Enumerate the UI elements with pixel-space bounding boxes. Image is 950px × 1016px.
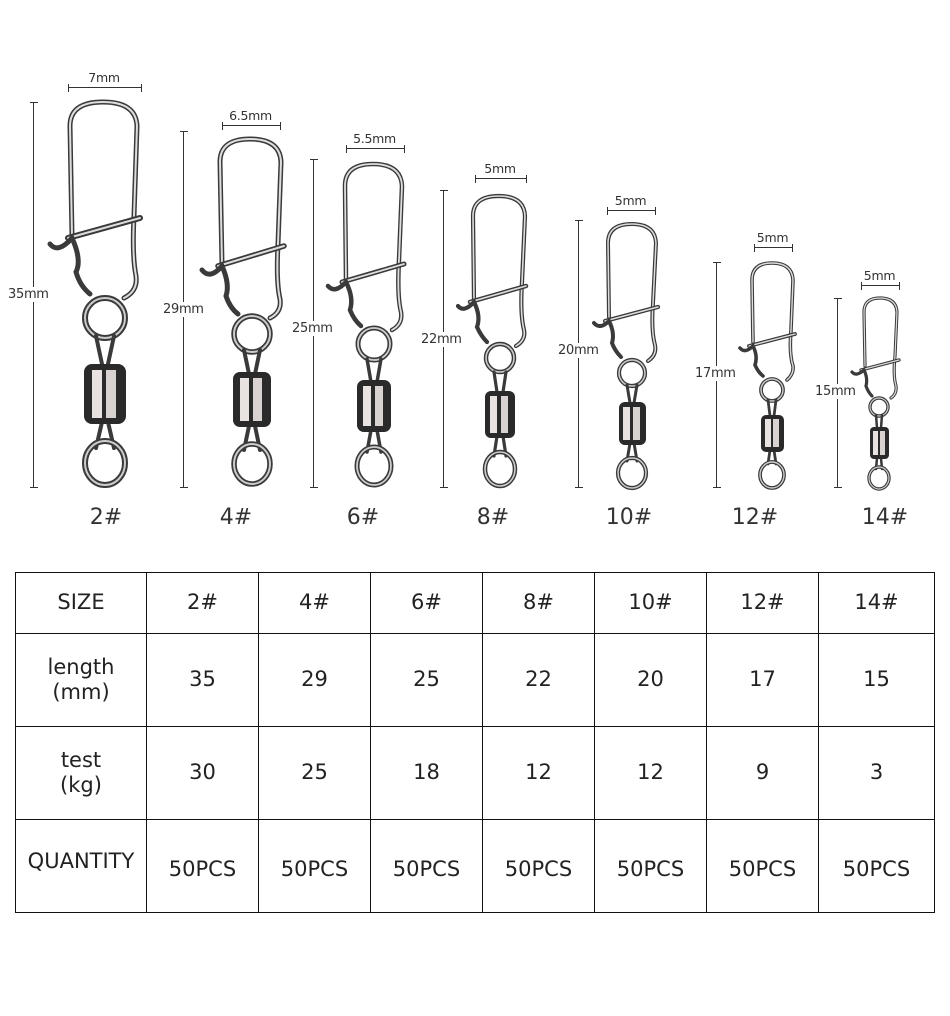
size-label: 4# xyxy=(219,505,253,530)
table-cell: 2# xyxy=(146,572,259,634)
snap-swivel-icon xyxy=(592,221,661,491)
snap-swivel-icon xyxy=(455,193,529,489)
length-label: 22mm xyxy=(421,332,462,347)
width-dimension-line xyxy=(861,282,900,290)
table-cell: 50PCS xyxy=(482,819,595,913)
header-text: length xyxy=(47,654,115,679)
table-cell: 10# xyxy=(594,572,707,634)
width-label: 7mm xyxy=(88,70,120,85)
snap-swivel-icon xyxy=(47,99,143,488)
table-cell: 22 xyxy=(482,633,595,727)
table-row-quantity: QUANTITY 50PCS 50PCS 50PCS 50PCS 50PCS 5… xyxy=(15,819,935,913)
length-label: 29mm xyxy=(163,302,204,317)
table-cell: 30 xyxy=(146,726,259,820)
row-header: test (kg) xyxy=(15,726,147,820)
row-header: QUANTITY xyxy=(15,819,147,913)
table-cell: 8# xyxy=(482,572,595,634)
width-dimension-line xyxy=(346,145,405,153)
size-label: 2# xyxy=(89,505,123,530)
width-label: 5mm xyxy=(863,268,896,283)
header-text: SIZE xyxy=(57,590,105,615)
width-label: 5mm xyxy=(614,193,647,208)
table-cell: 14# xyxy=(818,572,935,634)
length-label: 15mm xyxy=(815,384,856,399)
size-label: 6# xyxy=(346,505,380,530)
width-dimension-line xyxy=(607,207,656,215)
table-row-length: length (mm) 35 29 25 22 20 17 15 xyxy=(15,633,935,727)
snap-swivel-icon xyxy=(325,161,407,488)
table-cell: 25 xyxy=(370,633,483,727)
table-cell: 50PCS xyxy=(594,819,707,913)
width-dimension-line xyxy=(68,84,142,92)
table-cell: 17 xyxy=(706,633,819,727)
table-cell: 50PCS xyxy=(258,819,371,913)
header-text: QUANTITY xyxy=(27,849,135,874)
table-cell: 20 xyxy=(594,633,707,727)
table-cell: 50PCS xyxy=(706,819,819,913)
table-cell: 18 xyxy=(370,726,483,820)
width-label: 6.5mm xyxy=(229,108,272,123)
table-cell: 12 xyxy=(594,726,707,820)
table-cell: 25 xyxy=(258,726,371,820)
snap-swivel-icon xyxy=(738,261,797,490)
table-cell: 6# xyxy=(370,572,483,634)
table-cell: 12# xyxy=(706,572,819,634)
snap-swivel-icon xyxy=(850,296,901,491)
snap-swivel-icon xyxy=(199,136,287,487)
table-cell: 3 xyxy=(818,726,935,820)
length-label: 35mm xyxy=(8,287,49,302)
table-cell: 50PCS xyxy=(146,819,259,913)
product-illustration: 7mm 35mm 2# xyxy=(8,70,909,530)
width-dimension-line xyxy=(222,122,281,130)
length-label: 20mm xyxy=(558,343,599,358)
width-dimension-line xyxy=(754,244,793,252)
row-header: SIZE xyxy=(15,572,147,634)
size-label: 14# xyxy=(861,505,909,530)
table-row-size: SIZE 2# 4# 6# 8# 10# 12# 14# xyxy=(15,572,935,634)
size-label: 8# xyxy=(476,505,510,530)
size-label: 12# xyxy=(731,505,779,530)
header-unit: (kg) xyxy=(60,773,102,797)
table-row-test: test (kg) 30 25 18 12 12 9 3 xyxy=(15,726,935,820)
table-cell: 9 xyxy=(706,726,819,820)
header-text: test xyxy=(60,747,102,772)
table-cell: 50PCS xyxy=(818,819,935,913)
width-dimension-line xyxy=(475,175,527,183)
table-cell: 15 xyxy=(818,633,935,727)
length-label: 17mm xyxy=(695,366,736,381)
spec-table: SIZE 2# 4# 6# 8# 10# 12# 14# length (mm)… xyxy=(15,572,935,913)
width-label: 5mm xyxy=(756,230,789,245)
length-label: 25mm xyxy=(292,321,333,336)
table-cell: 4# xyxy=(258,572,371,634)
table-cell: 35 xyxy=(146,633,259,727)
size-label: 10# xyxy=(605,505,653,530)
width-label: 5.5mm xyxy=(353,131,396,146)
table-cell: 12 xyxy=(482,726,595,820)
table-cell: 50PCS xyxy=(370,819,483,913)
width-label: 5mm xyxy=(484,161,516,176)
table-cell: 29 xyxy=(258,633,371,727)
header-unit: (mm) xyxy=(52,680,110,704)
row-header: length (mm) xyxy=(15,633,147,727)
